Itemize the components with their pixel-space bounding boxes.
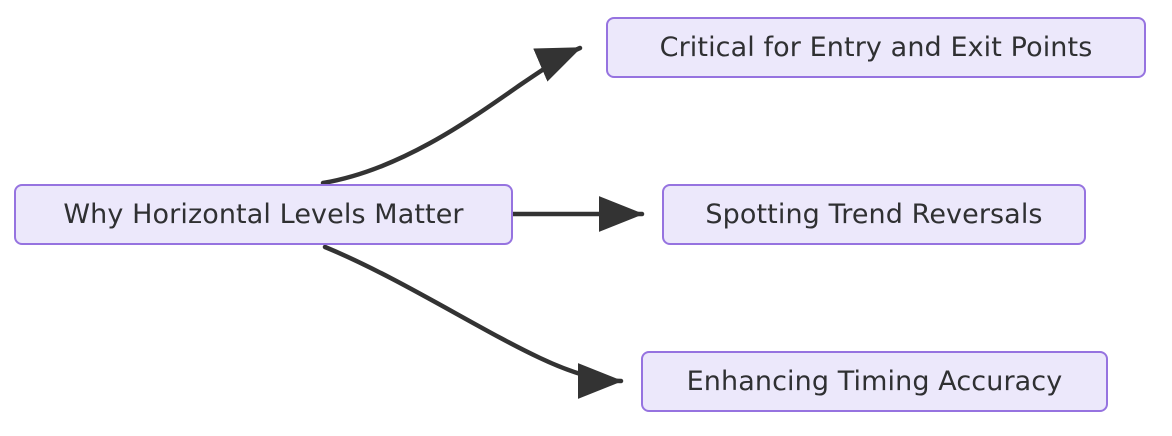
node-label: Critical for Entry and Exit Points — [659, 32, 1093, 63]
node-critical-for-entry-and-exit-points[interactable]: Critical for Entry and Exit Points — [606, 17, 1146, 78]
node-label: Enhancing Timing Accuracy — [686, 366, 1063, 397]
node-spotting-trend-reversals[interactable]: Spotting Trend Reversals — [662, 184, 1086, 245]
edge-root-to-entry — [320, 45, 583, 186]
node-enhancing-timing-accuracy[interactable]: Enhancing Timing Accuracy — [641, 351, 1108, 412]
node-label: Why Horizontal Levels Matter — [63, 199, 464, 230]
node-why-horizontal-levels-matter[interactable]: Why Horizontal Levels Matter — [14, 184, 513, 245]
edge-root-to-timing — [322, 244, 624, 399]
node-label: Spotting Trend Reversals — [705, 199, 1043, 230]
